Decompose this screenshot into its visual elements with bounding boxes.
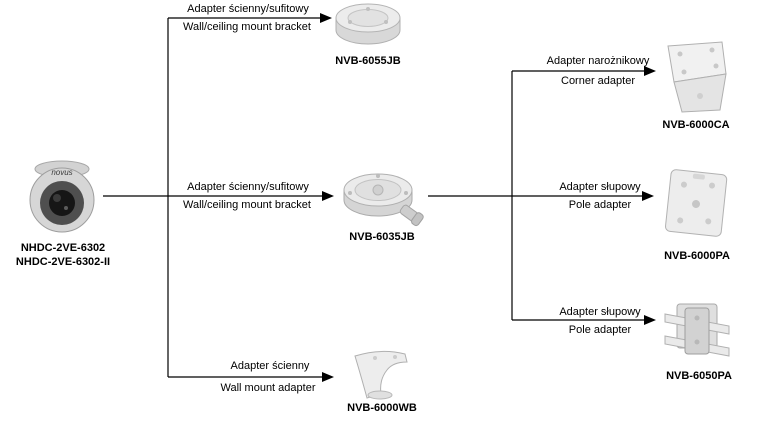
product-label-nvb-6000pa: NVB-6000PA xyxy=(664,250,730,262)
nvb-6035jb-image xyxy=(343,173,424,227)
sub-branch-label-pl: Adapter narożnikowy xyxy=(546,55,650,67)
product-label-nvb-6050pa: NVB-6050PA xyxy=(666,370,732,382)
sub-branch-label-en: Corner adapter xyxy=(561,75,635,87)
sub-branch-label-en: Pole adapter xyxy=(568,199,632,211)
branch-label-pl: Adapter ścienny/sufitowy xyxy=(187,3,309,15)
nvb-6000wb-image xyxy=(354,350,408,400)
nvb-6055jb-image xyxy=(335,3,401,45)
nvb-6050pa-image xyxy=(664,303,730,357)
camera-model-line1: NHDC-2VE-6302 xyxy=(20,242,106,254)
sub-branch-label-en: Pole adapter xyxy=(568,324,632,336)
branch-label-en: Wall/ceiling mount bracket xyxy=(183,21,311,33)
product-label-nvb-6000wb: NVB-6000WB xyxy=(347,402,417,414)
sub-branch-label-pl: Adapter słupowy xyxy=(559,181,641,193)
product-label-nvb-6055jb: NVB-6055JB xyxy=(335,55,401,67)
branch-label-en: Wall mount adapter xyxy=(220,382,316,394)
camera-model-line2: NHDC-2VE-6302-II xyxy=(15,256,111,268)
branch-label-pl: Adapter ścienny xyxy=(230,360,310,372)
branch-label-pl: Adapter ścienny/sufitowy xyxy=(187,181,309,193)
branch-label-en: Wall/ceiling mount bracket xyxy=(183,199,311,211)
nvb-6000ca-image xyxy=(667,41,727,113)
sub-branch-label-pl: Adapter słupowy xyxy=(559,306,641,318)
novus-logo: novus xyxy=(51,168,73,177)
dome-camera-image xyxy=(29,160,95,233)
product-label-nvb-6000ca: NVB-6000CA xyxy=(662,119,730,131)
nvb-6000pa-image xyxy=(665,169,728,237)
product-label-nvb-6035jb: NVB-6035JB xyxy=(349,231,415,243)
